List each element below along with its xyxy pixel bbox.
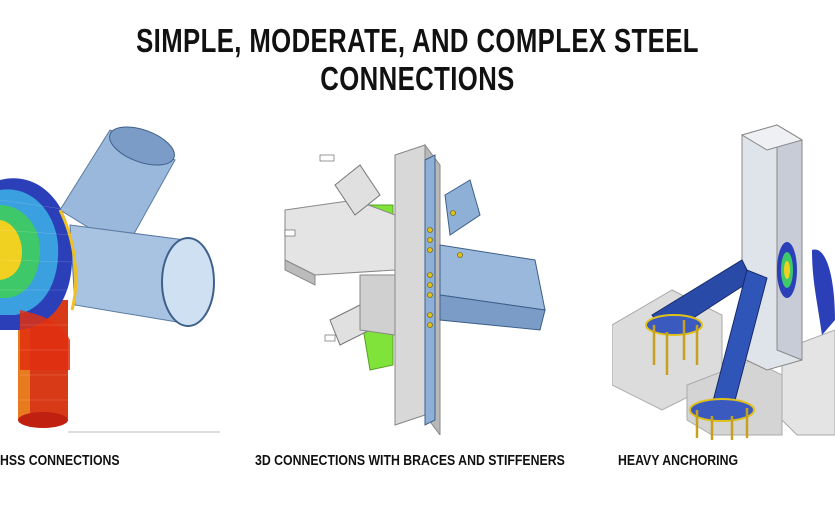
page-title: SIMPLE, MODERATE, AND COMPLEX STEEL CONN… <box>136 22 699 97</box>
braces-stiffeners-image <box>275 135 555 455</box>
caption-heavy-anchoring: HEAVY ANCHORING <box>618 452 739 469</box>
heavy-anchoring-image <box>612 120 835 450</box>
caption-3d-connections: 3D CONNECTIONS WITH BRACES AND STIFFENER… <box>255 452 565 469</box>
hss-connection-image <box>0 110 225 440</box>
caption-hss-connections: HSS CONNECTIONS <box>0 452 120 469</box>
